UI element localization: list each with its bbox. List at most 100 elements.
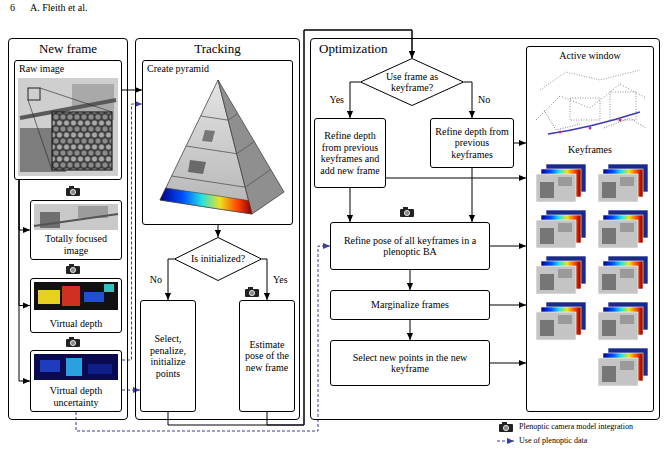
keyframe-thumbnails-part bbox=[536, 302, 586, 340]
raw-image-photo-part bbox=[18, 78, 118, 176]
page-number: 6 bbox=[10, 2, 15, 14]
panel: New frameRaw imageTotally focused imageV… bbox=[8, 38, 128, 420]
camera-model-icons-part bbox=[400, 207, 414, 217]
camera-model-icons-part bbox=[245, 287, 259, 297]
raw-image-photo bbox=[18, 78, 118, 176]
image-box: Virtual depth bbox=[30, 278, 122, 333]
legend-text: Plenoptic camera model integration bbox=[519, 422, 633, 431]
keyframe-thumbnails-part bbox=[598, 348, 648, 386]
edge-label-holder: Yes bbox=[272, 274, 289, 286]
process-box: Select, penalize, initialize points bbox=[140, 300, 196, 412]
virtual-depth-thumbnail bbox=[34, 282, 118, 310]
node-label: Virtual depth uncertainty bbox=[34, 385, 118, 408]
node-label: Estimate pose of the new frame bbox=[242, 339, 292, 374]
virtual-depth-thumbnail-part bbox=[62, 286, 80, 306]
image-pyramid-part bbox=[218, 80, 284, 214]
panel: TrackingCreate pyramid Is initialized? Sel… bbox=[135, 38, 300, 420]
virtual-depth-thumbnail-part bbox=[84, 292, 104, 302]
point-cloud-part bbox=[559, 131, 562, 134]
node-label: Select new points in the new keyframe bbox=[337, 352, 483, 375]
connector-arrow bbox=[490, 363, 526, 364]
edge-label: No bbox=[477, 94, 491, 106]
point-cloud-part bbox=[610, 92, 636, 120]
decision-diamond: Use frame as keyframe? bbox=[360, 58, 464, 106]
data-flow-arrow bbox=[122, 390, 140, 391]
process-box: Marginalize frames bbox=[330, 290, 490, 320]
image-box: Create pyramid bbox=[142, 60, 293, 225]
legend-sample bbox=[496, 435, 516, 447]
image-pyramid-part bbox=[201, 114, 238, 121]
node-label: Refine depth from previous keyframes bbox=[434, 126, 510, 161]
diamond-shape bbox=[361, 59, 464, 106]
point-cloud-part bbox=[544, 110, 646, 130]
node-label: Refine depth from previous keyframes and… bbox=[318, 130, 382, 176]
connector-arrow bbox=[386, 178, 526, 179]
edge-label: No bbox=[149, 274, 163, 286]
raw-image-photo-part bbox=[52, 112, 112, 170]
connector-arrow bbox=[218, 225, 219, 237]
keyframe-thumbnails bbox=[536, 164, 648, 386]
virtual-depth-thumbnail-part bbox=[104, 284, 114, 292]
keyframe-thumbnails-part bbox=[536, 210, 586, 248]
data-flow-arrow bbox=[122, 104, 142, 360]
panel-title: Tracking bbox=[194, 42, 240, 57]
active-window-box: Active windowKeyframes bbox=[526, 46, 654, 412]
connector-arrow bbox=[19, 180, 30, 230]
image-box: Virtual depth uncertainty bbox=[30, 350, 122, 412]
raw-image-photo-part bbox=[28, 88, 112, 170]
process-box: Refine pose of all keyframes in a plenop… bbox=[330, 222, 490, 270]
node-label: Raw image bbox=[19, 63, 64, 75]
process-box: Refine depth from previous keyframes and… bbox=[314, 118, 386, 188]
edge-label: Yes bbox=[328, 94, 345, 106]
depth-uncertainty-thumbnail-part bbox=[40, 360, 60, 372]
image-pyramid-part bbox=[202, 130, 215, 142]
keyframe-thumbnails-part bbox=[536, 164, 586, 202]
dashed-arrow-sample bbox=[497, 441, 514, 442]
node-label: Use frame as keyframe? bbox=[377, 71, 447, 94]
camera-model-icons bbox=[66, 186, 414, 347]
panel-title: Optimization bbox=[319, 42, 388, 57]
image-pyramid-part bbox=[186, 142, 254, 154]
point-cloud-part bbox=[589, 127, 592, 130]
image-box: Totally focused image bbox=[30, 200, 122, 260]
panel-title: New frame bbox=[39, 42, 97, 57]
depth-uncertainty-thumbnail bbox=[34, 354, 118, 380]
point-cloud-part bbox=[548, 112, 640, 134]
process-box: Select new points in the new keyframe bbox=[330, 340, 490, 386]
connector-arrow bbox=[472, 168, 473, 222]
keyframe-thumbnails-part bbox=[598, 164, 648, 202]
connector-arrow bbox=[350, 188, 351, 222]
connector-arrow bbox=[122, 90, 142, 91]
totally-focused-thumbnail bbox=[34, 204, 118, 230]
keyframe-thumbnails-part bbox=[598, 302, 648, 340]
node-label: Is initialized? bbox=[191, 253, 245, 265]
process-box: Estimate pose of the new frame bbox=[239, 300, 295, 412]
depth-uncertainty-thumbnail-part bbox=[34, 354, 118, 380]
connector-arrow bbox=[19, 180, 30, 381]
decision-diamond: Is initialized? bbox=[174, 237, 262, 281]
running-head: A. Fleith et al. bbox=[30, 2, 88, 14]
image-pyramid-part bbox=[160, 188, 252, 214]
camera-model-icons-part bbox=[66, 186, 80, 196]
virtual-depth-thumbnail-part bbox=[38, 290, 60, 304]
image-box: Raw image bbox=[14, 60, 122, 180]
connector-arrow bbox=[410, 320, 411, 340]
header-holder: A. Fleith et al. bbox=[30, 2, 88, 14]
point-cloud-part bbox=[619, 119, 622, 122]
depth-uncertainty-thumbnail-part bbox=[88, 364, 112, 374]
connector-arrow bbox=[514, 143, 526, 144]
diamond-shape bbox=[175, 238, 262, 281]
header-holder: 6 bbox=[10, 2, 15, 14]
image-pyramid-part bbox=[172, 170, 271, 188]
node-label: Create pyramid bbox=[147, 63, 209, 75]
image-pyramid-part bbox=[188, 160, 206, 174]
connector-arrow bbox=[168, 259, 174, 300]
edge-label-holder: Yes bbox=[328, 94, 345, 106]
connector-arrow bbox=[410, 270, 411, 290]
raw-image-photo-part bbox=[28, 88, 40, 100]
